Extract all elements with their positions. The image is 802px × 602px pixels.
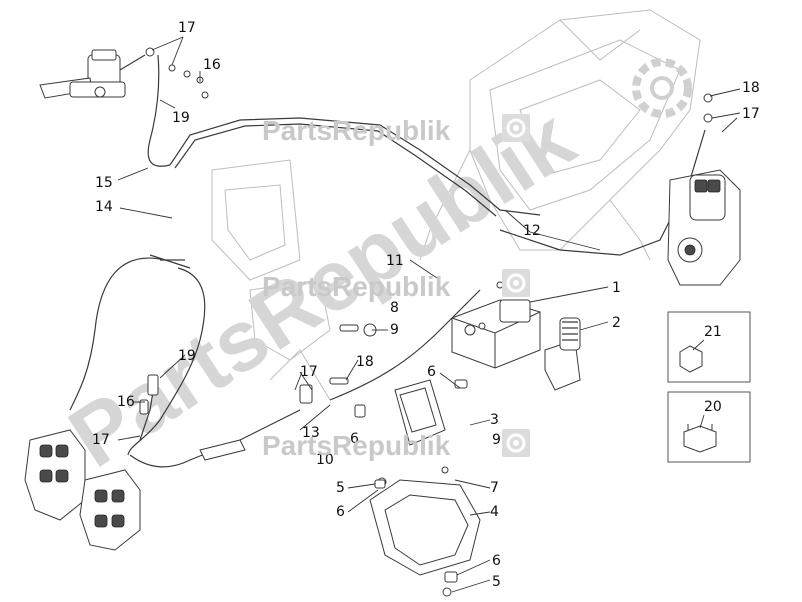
motorcycle-frame-outline xyxy=(211,9,701,401)
front-brake-calipers xyxy=(24,429,141,551)
svg-text:PartsRepublik: PartsRepublik xyxy=(262,115,451,146)
callout-16: 16 xyxy=(203,57,221,73)
leader-lines xyxy=(117,36,741,593)
watermark-1: PartsRepublik xyxy=(262,114,530,146)
callout-21: 21 xyxy=(704,324,722,340)
callout-9: 9 xyxy=(492,432,501,448)
small-fittings xyxy=(139,323,468,597)
gear-icon xyxy=(502,269,530,297)
callout-5: 5 xyxy=(336,480,345,496)
abs-modulator xyxy=(451,281,541,369)
gear-icon xyxy=(502,429,530,457)
callout-6: 6 xyxy=(336,504,345,520)
box-item-20 xyxy=(667,391,751,463)
callout-14: 14 xyxy=(95,199,113,215)
callout-18: 18 xyxy=(356,354,374,370)
callout-19: 19 xyxy=(172,110,190,126)
callout-18: 18 xyxy=(742,80,760,96)
callout-15: 15 xyxy=(95,175,113,191)
callout-6: 6 xyxy=(427,364,436,380)
callout-17: 17 xyxy=(300,364,318,380)
gear-icon xyxy=(502,114,530,142)
callout-20: 20 xyxy=(704,399,722,415)
gear-icon xyxy=(632,58,692,118)
callout-4: 4 xyxy=(490,504,499,520)
callout-17: 17 xyxy=(742,106,760,122)
callout-2: 2 xyxy=(612,315,621,331)
callout-8: 8 xyxy=(390,300,399,316)
callout-13: 13 xyxy=(302,425,320,441)
callout-17: 17 xyxy=(178,20,196,36)
callout-12: 12 xyxy=(523,223,541,239)
svg-text:PartsRepublik: PartsRepublik xyxy=(262,271,451,302)
rear-brake-caliper xyxy=(667,93,741,286)
svg-text:PartsRepublik: PartsRepublik xyxy=(262,430,451,461)
callout-11: 11 xyxy=(386,253,404,269)
callout-labels: 17 16 19 15 14 18 17 12 11 8 1 2 9 18 19… xyxy=(92,20,760,590)
callout-9: 9 xyxy=(390,322,399,338)
callout-1: 1 xyxy=(612,280,621,296)
abs-cover xyxy=(369,466,481,576)
brake-hoses xyxy=(69,54,706,468)
callout-19: 19 xyxy=(178,348,196,364)
callout-7: 7 xyxy=(490,480,499,496)
callout-10: 10 xyxy=(316,452,334,468)
callout-5: 5 xyxy=(492,574,501,590)
callout-17: 17 xyxy=(92,432,110,448)
box-item-21 xyxy=(667,311,751,383)
watermark-2: PartsRepublik xyxy=(262,269,530,302)
abs-connector xyxy=(544,317,581,391)
callout-16: 16 xyxy=(117,394,135,410)
callout-3: 3 xyxy=(490,412,499,428)
callout-6: 6 xyxy=(350,431,359,447)
watermark-3: PartsRepublik xyxy=(262,429,530,461)
abs-bracket xyxy=(394,379,446,446)
master-cylinder xyxy=(39,47,209,99)
callout-6: 6 xyxy=(492,553,501,569)
